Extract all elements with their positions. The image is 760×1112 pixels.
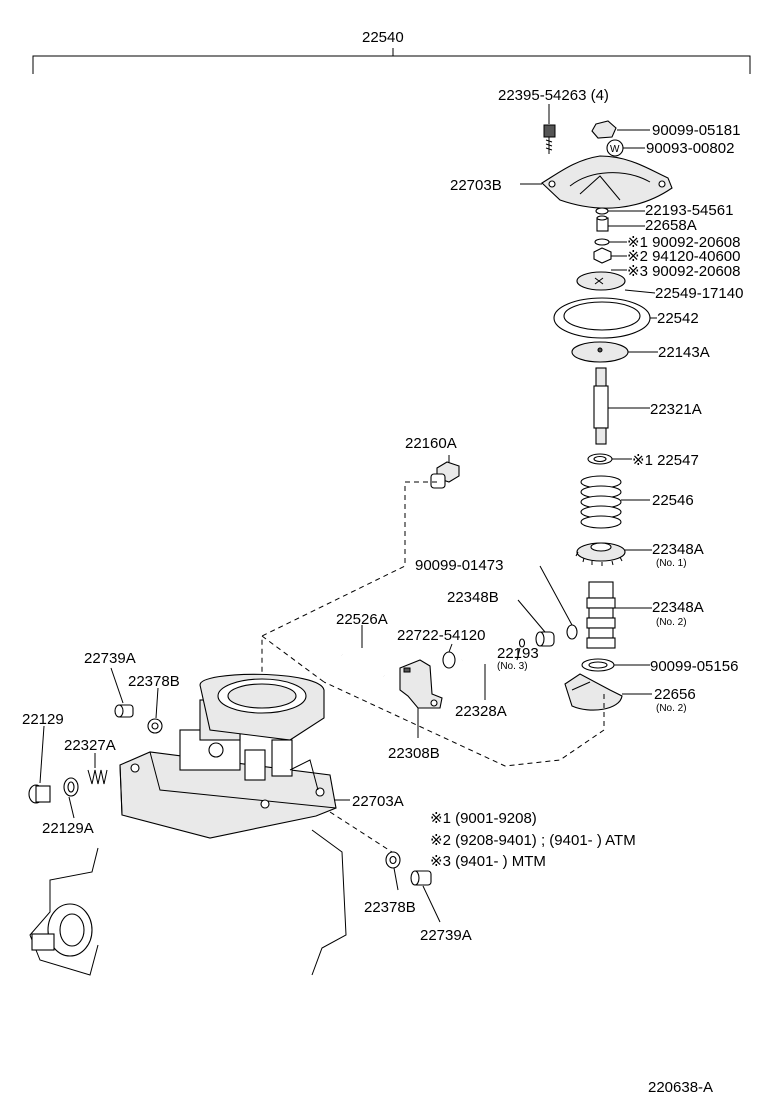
label-22546[interactable]: 22546 bbox=[652, 492, 694, 509]
washer-90093: W bbox=[606, 139, 645, 157]
label-22378B-top[interactable]: 22378B bbox=[128, 673, 180, 690]
label-22542[interactable]: 22542 bbox=[657, 310, 699, 327]
label-22395[interactable]: 22395-54263 (4) bbox=[498, 87, 609, 104]
label-22658A[interactable]: 22658A bbox=[645, 217, 697, 234]
label-94120[interactable]: ※2 94120-40600 bbox=[627, 248, 741, 265]
label-22656[interactable]: 22656 bbox=[654, 686, 696, 703]
label-90099-05181[interactable]: 90099-05181 bbox=[652, 122, 740, 139]
washer-90099-05156 bbox=[581, 658, 650, 672]
note-22348A-1: (No. 1) bbox=[656, 558, 687, 569]
nut-94120 bbox=[593, 247, 627, 264]
label-22722[interactable]: 22722-54120 bbox=[397, 627, 485, 644]
part-22658A bbox=[596, 215, 645, 232]
label-22739A-bottom[interactable]: 22739A bbox=[420, 927, 472, 944]
note-22348A-2: (No. 2) bbox=[656, 617, 687, 628]
label-22143A[interactable]: 22143A bbox=[658, 344, 710, 361]
boot-22348A-2 bbox=[586, 581, 652, 649]
oring-90099-01473 bbox=[539, 565, 578, 640]
washer-mark: W bbox=[610, 144, 620, 155]
pump-body-outline bbox=[29, 829, 347, 976]
washer-22129A bbox=[63, 777, 79, 819]
pin-22526A bbox=[341, 625, 385, 677]
note-22193: (No. 3) bbox=[497, 661, 528, 672]
plug-22129 bbox=[28, 725, 51, 804]
note-22656: (No. 2) bbox=[656, 703, 687, 714]
assembly-guides bbox=[261, 481, 605, 853]
bolt-22395 bbox=[543, 104, 556, 154]
plate-22143A bbox=[571, 341, 658, 363]
lever-22308B bbox=[399, 659, 443, 738]
washer-90092-1 bbox=[594, 238, 627, 246]
note-1: ※1 (9001-9208) bbox=[430, 810, 537, 827]
plate-22549 bbox=[576, 271, 656, 294]
diaphragm-22542 bbox=[553, 297, 657, 339]
label-22703A[interactable]: 22703A bbox=[352, 793, 404, 810]
note-3: ※3 (9401- ) MTM bbox=[430, 853, 546, 870]
label-22327A[interactable]: 22327A bbox=[64, 737, 116, 754]
label-90092-1[interactable]: ※1 90092-20608 bbox=[627, 234, 741, 251]
label-22348A-1[interactable]: 22348A bbox=[652, 541, 704, 558]
label-22549[interactable]: 22549-17140 bbox=[655, 285, 743, 302]
label-22348B[interactable]: 22348B bbox=[447, 589, 499, 606]
spring-22546 bbox=[580, 475, 650, 529]
spring-22327A bbox=[87, 753, 108, 785]
label-22129A[interactable]: 22129A bbox=[42, 820, 94, 837]
cover-22703B bbox=[520, 155, 673, 209]
plug-22739A-top bbox=[110, 667, 134, 718]
nut-90099-05181 bbox=[591, 120, 650, 139]
label-22129[interactable]: 22129 bbox=[22, 711, 64, 728]
label-90092-3[interactable]: ※3 90092-20608 bbox=[627, 263, 741, 280]
plug-22160A bbox=[430, 455, 460, 489]
label-22348A-2[interactable]: 22348A bbox=[652, 599, 704, 616]
label-22378B-bottom[interactable]: 22378B bbox=[364, 899, 416, 916]
label-90099-01473[interactable]: 90099-01473 bbox=[415, 557, 503, 574]
label-22308B[interactable]: 22308B bbox=[388, 745, 440, 762]
label-22193[interactable]: 22193 bbox=[497, 645, 539, 662]
assembly-bracket: 22540 bbox=[32, 29, 751, 74]
gear-22348A-1 bbox=[575, 542, 652, 566]
diagram-code: 220638-A bbox=[648, 1079, 713, 1096]
clip-22193 bbox=[516, 638, 526, 661]
label-90099-05156[interactable]: 90099-05156 bbox=[650, 658, 738, 675]
plate-22656 bbox=[564, 673, 652, 711]
label-90093[interactable]: 90093-00802 bbox=[646, 140, 734, 157]
seat-22547 bbox=[587, 453, 632, 465]
notes-block: ※1 (9001-9208) ※2 (9208-9401) ; (9401- )… bbox=[430, 810, 636, 870]
ring-22193-54561 bbox=[595, 207, 645, 215]
washer-22722 bbox=[442, 643, 456, 669]
note-2: ※2 (9208-9401) ; (9401- ) ATM bbox=[430, 832, 636, 849]
label-22547[interactable]: ※1 22547 bbox=[632, 452, 699, 469]
label-22193-54561[interactable]: 22193-54561 bbox=[645, 202, 733, 219]
washer-22378B-top bbox=[147, 687, 163, 734]
label-22160A[interactable]: 22160A bbox=[405, 435, 457, 452]
label-22526A[interactable]: 22526A bbox=[336, 611, 388, 628]
label-22703B[interactable]: 22703B bbox=[450, 177, 502, 194]
plug-22739A-bottom bbox=[410, 870, 441, 923]
label-22739A-top[interactable]: 22739A bbox=[84, 650, 136, 667]
washer-22378B-bottom bbox=[385, 851, 401, 891]
shaft-22328A bbox=[461, 644, 513, 700]
housing-22703A bbox=[119, 673, 350, 839]
label-22321A[interactable]: 22321A bbox=[650, 401, 702, 418]
bushing-22348B bbox=[517, 599, 555, 647]
assembly-label[interactable]: 22540 bbox=[362, 29, 404, 46]
shaft-22321A bbox=[593, 367, 650, 445]
label-22328A[interactable]: 22328A bbox=[455, 703, 507, 720]
